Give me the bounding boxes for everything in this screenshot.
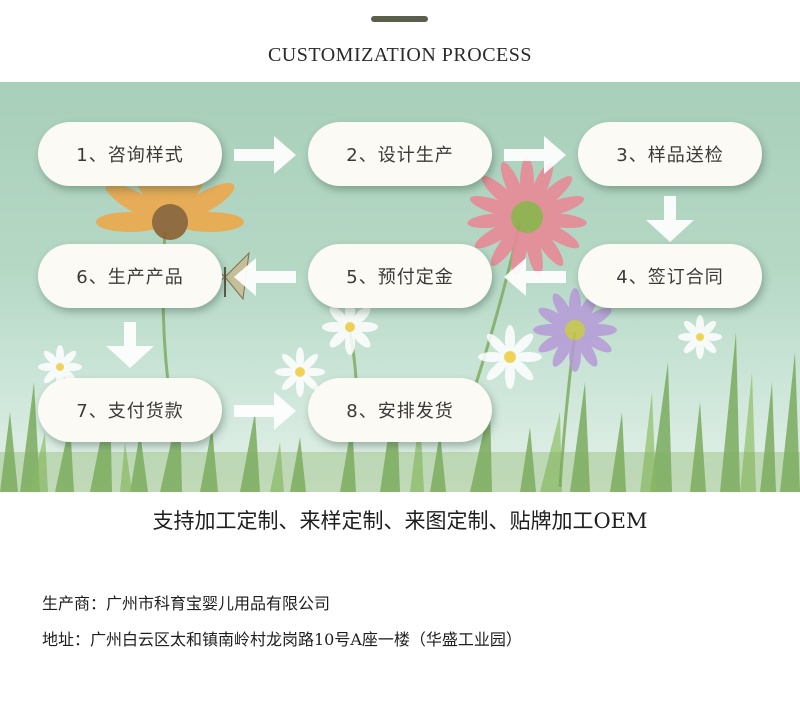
arrow-right-icon	[234, 392, 296, 430]
page-title: CUSTOMIZATION PROCESS	[267, 44, 533, 66]
arrow-left-icon	[234, 258, 296, 296]
step-5-pill: 5、预付定金	[308, 244, 492, 308]
top-decorative-bar	[371, 16, 428, 22]
arrow-down-icon	[106, 322, 154, 368]
step-3-pill: 3、样品送检	[578, 122, 762, 186]
step-8-label: 8、安排发货	[346, 401, 454, 422]
arrow-right-icon	[234, 136, 296, 174]
step-1-label: 1、咨询样式	[76, 145, 184, 166]
step-6-pill: 6、生产产品	[38, 244, 222, 308]
arrow-down-icon	[646, 196, 694, 242]
arrow-left-icon	[504, 258, 566, 296]
arrow-right-icon	[504, 136, 566, 174]
step-8-pill: 8、安排发货	[308, 378, 492, 442]
step-4-pill: 4、签订合同	[578, 244, 762, 308]
address-info: 地址：广州白云区太和镇南岭村龙岗路10号A座一楼（华盛工业园）	[42, 630, 522, 649]
process-banner: 1、咨询样式 2、设计生产 3、样品送检 4、签订合同 5、预付定金 6、生产产…	[0, 82, 800, 492]
step-6-label: 6、生产产品	[76, 267, 184, 288]
step-4-label: 4、签订合同	[616, 267, 724, 288]
step-1-pill: 1、咨询样式	[38, 122, 222, 186]
step-3-label: 3、样品送检	[616, 145, 724, 166]
step-5-label: 5、预付定金	[346, 267, 454, 288]
manufacturer-info: 生产商：广州市科育宝婴儿用品有限公司	[42, 594, 331, 613]
step-2-pill: 2、设计生产	[308, 122, 492, 186]
step-7-pill: 7、支付货款	[38, 378, 222, 442]
service-tagline: 支持加工定制、来样定制、来图定制、贴牌加工OEM	[152, 509, 648, 533]
step-2-label: 2、设计生产	[346, 145, 454, 166]
step-7-label: 7、支付货款	[76, 401, 184, 422]
